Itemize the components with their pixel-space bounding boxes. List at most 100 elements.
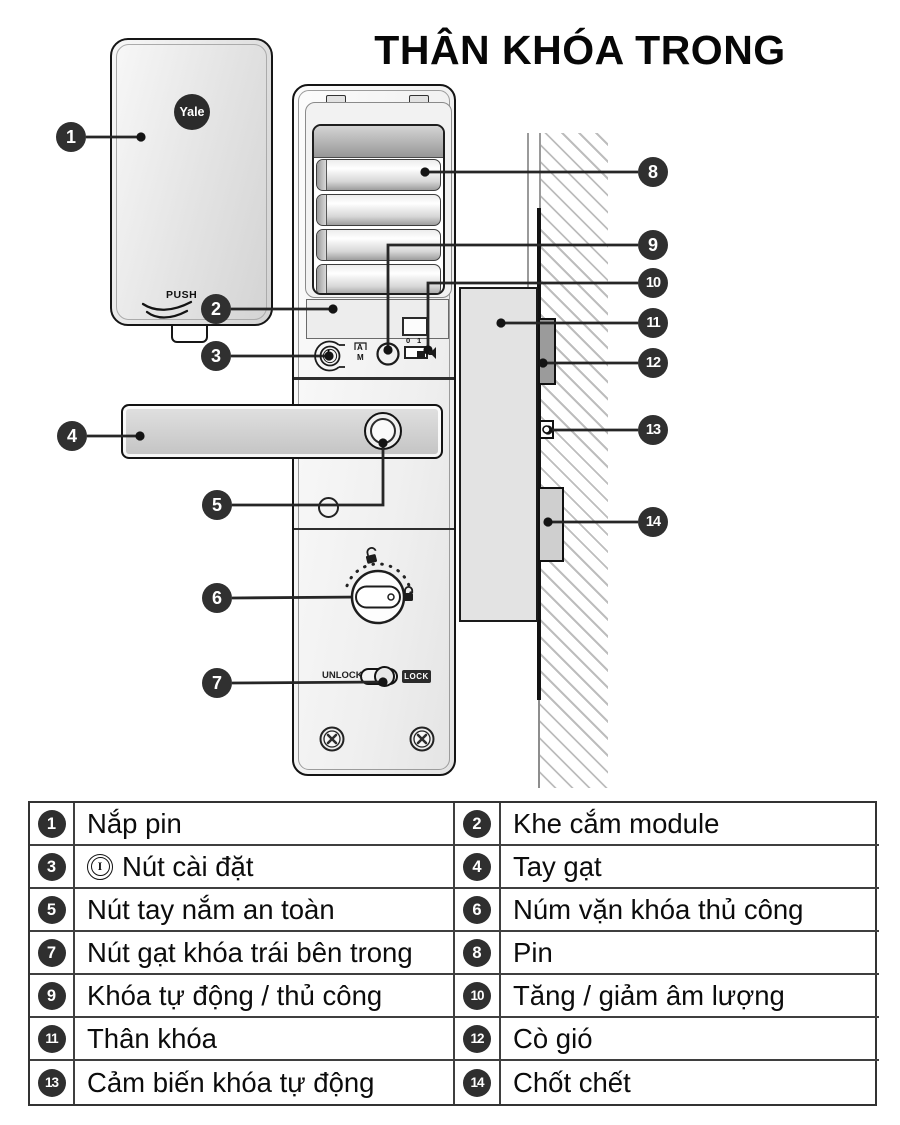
callout-12: 12 (638, 348, 668, 378)
legend-text: Pin (513, 936, 553, 968)
wall-hatch (540, 133, 608, 788)
body-divider (294, 377, 454, 380)
legend-label: Nắp pin (75, 803, 455, 846)
legend-text: Tay gạt (513, 850, 602, 882)
legend-label: Chốt chết (501, 1061, 879, 1104)
legend-num: 2 (455, 803, 501, 846)
legend-num: 9 (30, 975, 75, 1018)
battery (316, 159, 441, 191)
inside-lock-slider-knob[interactable] (374, 666, 395, 687)
safe-handle-button-inner (370, 418, 396, 444)
callout-2: 2 (201, 294, 231, 324)
legend-label: Tăng / giảm âm lượng (501, 975, 879, 1018)
unlock-label: UNLOCK (322, 670, 363, 681)
setting-button-icon: I (87, 853, 113, 880)
callout-13: 13 (638, 415, 668, 445)
module-port (402, 317, 428, 336)
callout-11: 11 (638, 308, 668, 338)
legend-num: 5 (30, 889, 75, 932)
lock-label-badge: LOCK (402, 670, 431, 683)
battery-holder-cap (314, 126, 443, 158)
deadbolt (538, 487, 564, 562)
badge-10: 10 (463, 981, 491, 1010)
legend-text: Cảm biến khóa tự động (87, 1066, 375, 1098)
legend-num: 3 (30, 846, 75, 889)
legend-num: 13 (30, 1061, 75, 1104)
badge-2: 2 (463, 809, 491, 838)
door-edge-line (538, 700, 540, 788)
legend-text: Núm vặn khóa thủ công (513, 893, 804, 925)
callout-9: 9 (638, 230, 668, 260)
legend-num: 8 (455, 932, 501, 975)
legend-label: Núm vặn khóa thủ công (501, 889, 879, 932)
volume-one-label: 1 (417, 336, 422, 345)
legend-num: 14 (455, 1061, 501, 1104)
legend-text: Khóa tự động / thủ công (87, 979, 383, 1011)
body-divider (294, 528, 454, 530)
auto-label: A (357, 343, 363, 352)
legend-label: Cảm biến khóa tự động (75, 1061, 455, 1104)
battery (316, 229, 441, 261)
battery (316, 264, 441, 293)
callout-14: 14 (638, 507, 668, 537)
legend-num: 7 (30, 932, 75, 975)
legend-label: Tay gạt (501, 846, 879, 889)
badge-11: 11 (37, 1024, 66, 1053)
legend-num: 12 (455, 1018, 501, 1061)
legend-text: Nút gạt khóa trái bên trong (87, 936, 413, 968)
manual-label: M (357, 353, 364, 362)
legend-num: 10 (455, 975, 501, 1018)
legend-text: Cò gió (513, 1022, 593, 1054)
setting-glyph: I (90, 857, 110, 876)
push-label: PUSH (166, 289, 198, 301)
door-edge-line (537, 208, 541, 700)
legend-text: Nút cài đặt (122, 850, 254, 882)
badge-13: 13 (37, 1068, 66, 1097)
legend-text: Nắp pin (87, 807, 182, 839)
door-edge-line (539, 133, 541, 209)
callout-3: 3 (201, 341, 231, 371)
volume-zero-label: 0 (406, 336, 411, 345)
legend-label: Khe cắm module (501, 803, 879, 846)
legend-num: 6 (455, 889, 501, 932)
legend-label: Nút gạt khóa trái bên trong (75, 932, 455, 975)
callout-1: 1 (56, 122, 86, 152)
legend-label: Thân khóa (75, 1018, 455, 1061)
legend-text: Thân khóa (87, 1022, 217, 1054)
legend-label: Khóa tự động / thủ công (75, 975, 455, 1018)
legend-text: Khe cắm module (513, 807, 720, 839)
badge-8: 8 (463, 938, 491, 967)
badge-14: 14 (463, 1068, 491, 1097)
battery-holder (312, 124, 445, 295)
badge-4: 4 (463, 852, 491, 881)
setting-button-glyph: I (326, 349, 331, 360)
badge-9: 9 (37, 981, 66, 1010)
legend-text: Tăng / giảm âm lượng (513, 979, 785, 1011)
auto-lock-sensor (539, 420, 554, 439)
latch-bolt (538, 318, 556, 385)
badge-7: 7 (37, 938, 66, 967)
callout-7: 7 (202, 668, 232, 698)
legend-num: 1 (30, 803, 75, 846)
legend-text: Chốt chết (513, 1066, 631, 1098)
battery (316, 194, 441, 226)
volume-switch-nub (417, 351, 425, 358)
callout-4: 4 (57, 421, 87, 451)
legend-label: Pin (501, 932, 879, 975)
badge-6: 6 (463, 895, 491, 924)
legend-label: Nút tay nắm an toàn (75, 889, 455, 932)
callout-10: 10 (638, 268, 668, 298)
legend-num: 4 (455, 846, 501, 889)
legend-table: 1 Nắp pin 2 Khe cắm module 3 I Nút cài đ… (28, 801, 879, 1106)
door-edge-line (527, 133, 529, 287)
legend-text: Nút tay nắm an toàn (87, 893, 335, 925)
badge-5: 5 (37, 895, 66, 924)
legend-label: I Nút cài đặt (75, 846, 455, 889)
page-title: THÂN KHÓA TRONG (374, 27, 786, 73)
yale-logo: Yale (174, 94, 210, 130)
badge-1: 1 (37, 809, 66, 838)
legend-num: 11 (30, 1018, 75, 1061)
callout-6: 6 (202, 583, 232, 613)
body-hole (318, 497, 339, 518)
